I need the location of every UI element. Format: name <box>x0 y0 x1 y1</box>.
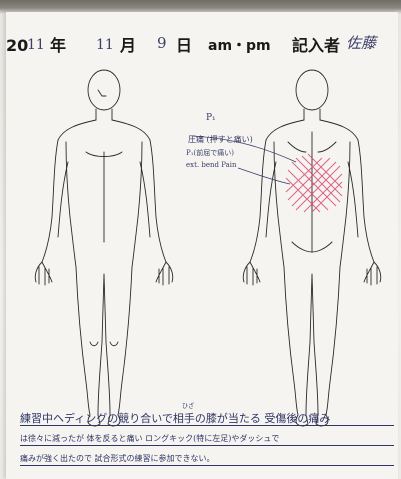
annotation-line-2: P₁(前屈で痛い) <box>186 150 234 157</box>
annotation-line-1: 圧痛 (押すと痛い) <box>188 136 253 144</box>
pain-chart-sheet: 20 11 年 11 月 9 日 am・pm 記入者 佐藤 <box>6 12 398 479</box>
leader-line-lower <box>238 168 290 184</box>
front-body-outline <box>35 70 173 426</box>
annotation-line-3: ext. bend Pain <box>186 162 237 169</box>
notes-line-1: 練習中ヘディングの競り合いで相手の膝が当たる 受傷後の痛み <box>20 412 394 426</box>
body-outline-figures <box>6 12 398 479</box>
notes-line-2: は徐々に減ったが 体を反ると痛い ロングキック(特に左足)やダッシュで <box>20 432 394 446</box>
notes-line-3: 痛みが強く出たので 試合形式の練習に参加できない。 <box>20 452 394 466</box>
notes-ruby: ひざ <box>182 404 194 410</box>
pain-area-hatch <box>286 154 342 212</box>
back-body-outline <box>243 70 381 426</box>
annotation-point-label: P₁ <box>206 114 216 123</box>
